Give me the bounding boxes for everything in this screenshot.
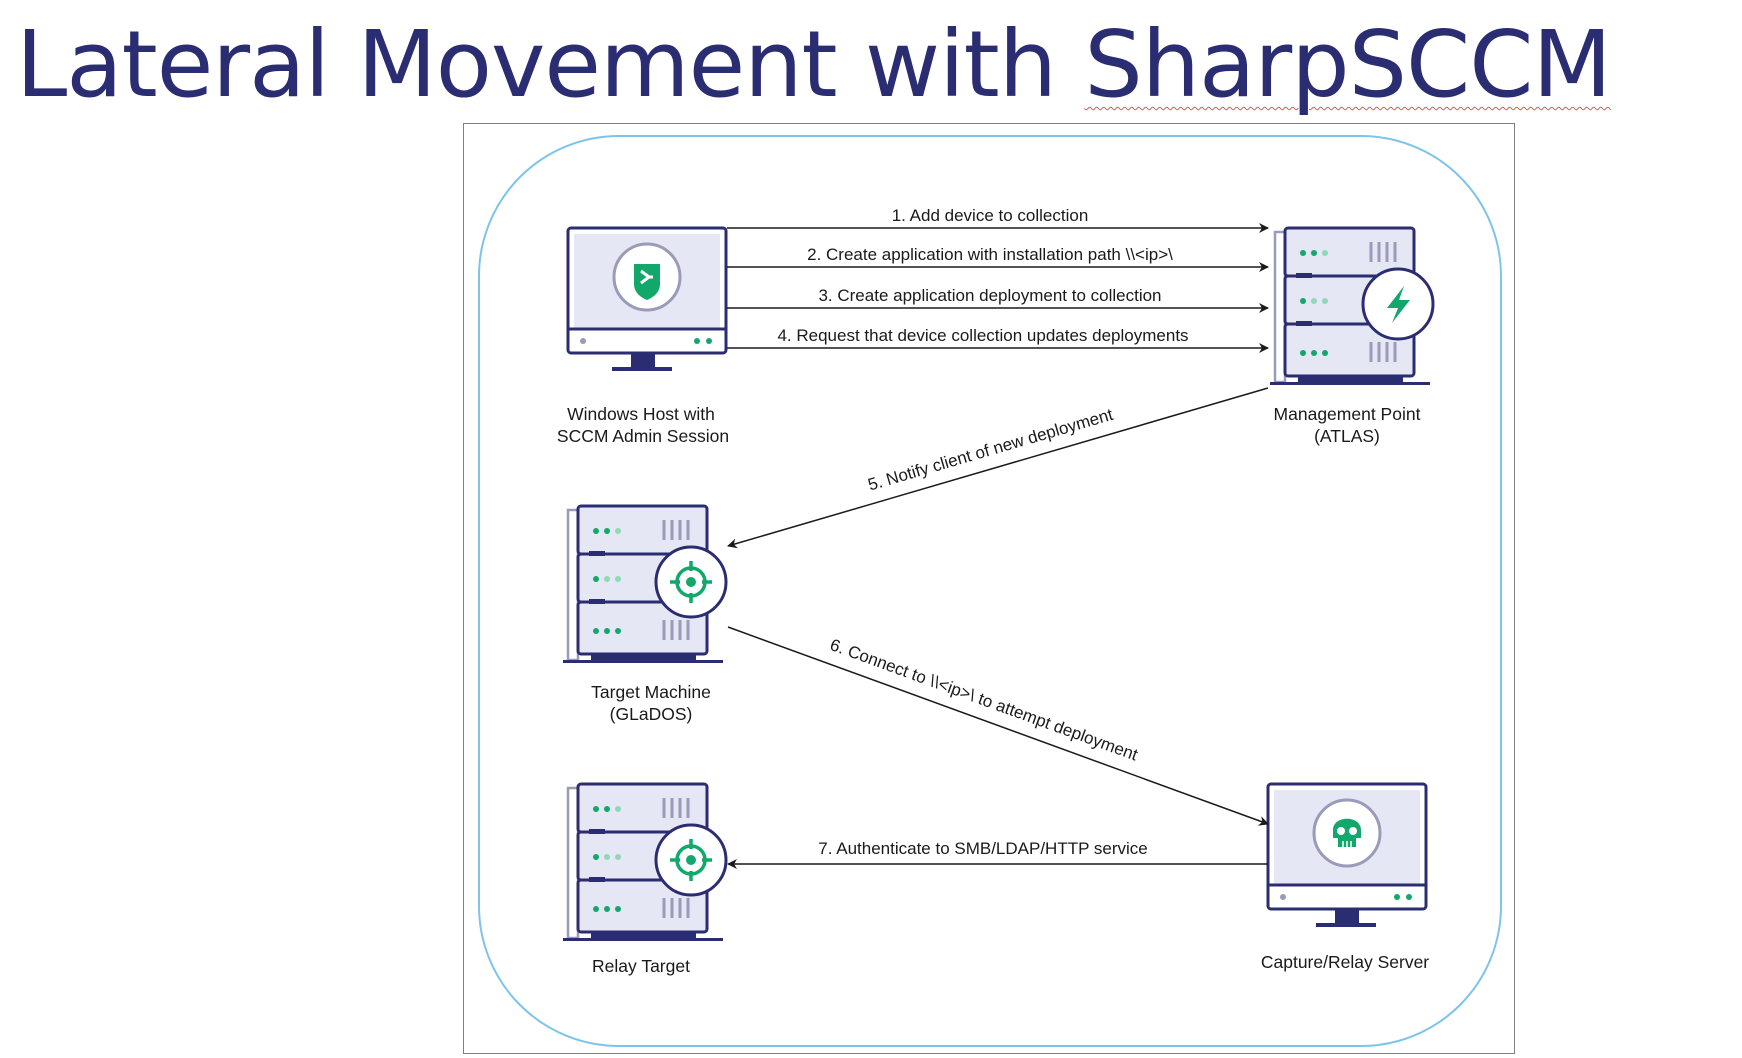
crosshair-icon — [670, 839, 712, 881]
slide-title: Lateral Movement with SharpSCCM — [16, 0, 1612, 130]
management-point-label-2: (ATLAS) — [1314, 426, 1380, 446]
windows-host-label-2: SCCM Admin Session — [557, 426, 729, 446]
windows-host-label-1: Windows Host with — [567, 404, 715, 424]
edge-7: 7. Authenticate to SMB/LDAP/HTTP service — [727, 839, 1268, 869]
edge-3: 3. Create application deployment to coll… — [727, 286, 1269, 313]
edge-4-label: 4. Request that device collection update… — [777, 326, 1188, 345]
title-text: Lateral Movement with — [16, 11, 1085, 118]
network-boundary — [478, 135, 1502, 1047]
capture-relay-server-node: Capture/Relay Server — [1261, 782, 1429, 972]
server-rack-icon — [563, 504, 728, 663]
edge-6-label: 6. Connect to \\<ip>\ to attempt deploym… — [827, 635, 1140, 764]
edge-7-label: 7. Authenticate to SMB/LDAP/HTTP service — [818, 839, 1147, 858]
server-rack-icon — [1270, 226, 1435, 385]
lightning-icon — [1387, 286, 1410, 323]
edge-1-label: 1. Add device to collection — [892, 206, 1089, 225]
relay-target-label: Relay Target — [592, 956, 690, 976]
shield-icon — [634, 264, 660, 300]
edge-2: 2. Create application with installation … — [727, 245, 1269, 272]
edge-5-label: 5. Notify client of new deployment — [866, 405, 1116, 495]
edge-6: 6. Connect to \\<ip>\ to attempt deploym… — [727, 626, 1269, 826]
relay-target-node: Relay Target — [563, 782, 728, 976]
target-machine-node: Target Machine (GLaDOS) — [563, 504, 728, 724]
management-point-label-1: Management Point — [1274, 404, 1421, 424]
server-rack-icon — [563, 782, 728, 941]
crosshair-icon — [670, 561, 712, 603]
monitor-icon — [1266, 782, 1428, 927]
target-machine-label-2: (GLaDOS) — [610, 704, 693, 724]
management-point-node: Management Point (ATLAS) — [1270, 226, 1435, 446]
title-sharpsccm: SharpSCCM — [1084, 11, 1612, 118]
edge-3-label: 3. Create application deployment to coll… — [818, 286, 1161, 305]
edge-5: 5. Notify client of new deployment — [727, 387, 1269, 549]
target-machine-label-1: Target Machine — [591, 682, 711, 702]
edge-4: 4. Request that device collection update… — [727, 326, 1269, 353]
windows-host-node: Windows Host with SCCM Admin Session — [557, 226, 729, 446]
skull-icon — [1333, 818, 1361, 847]
capture-relay-server-label: Capture/Relay Server — [1261, 952, 1429, 972]
edge-2-label: 2. Create application with installation … — [807, 245, 1173, 264]
edge-1: 1. Add device to collection — [727, 206, 1269, 233]
